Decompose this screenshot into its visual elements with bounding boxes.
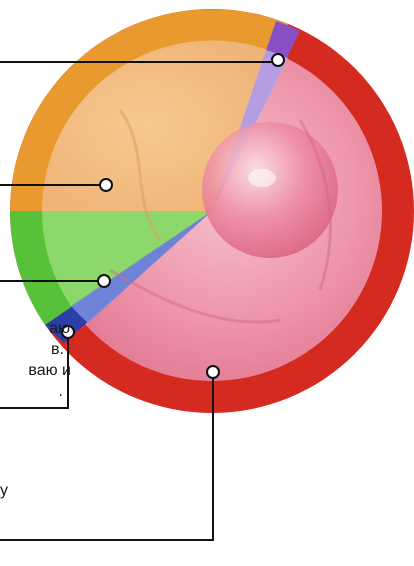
bulb-highlight: [248, 169, 276, 187]
callout-text-2: в.: [0, 339, 64, 360]
callout-marker-3: [98, 275, 110, 287]
callout-text-4: .: [0, 381, 63, 402]
callout-text-1: аю: [0, 318, 70, 339]
reservoir-bulb: [202, 122, 338, 258]
callout-text-3: ваю и: [0, 360, 71, 381]
callout-marker-2: [100, 179, 112, 191]
callout-marker-1: [272, 54, 284, 66]
callout-marker-5: [207, 366, 219, 378]
callout-text-5: у: [0, 480, 12, 501]
